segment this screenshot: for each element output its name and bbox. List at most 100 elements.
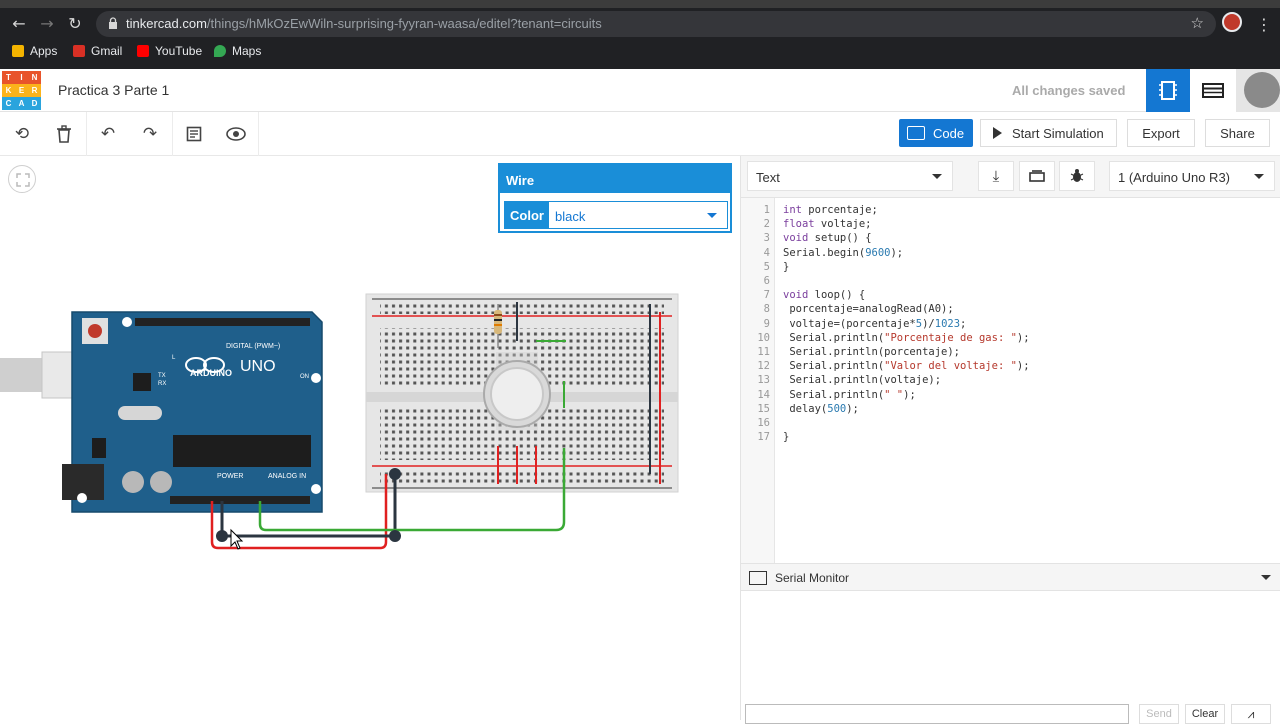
line-number: 16 bbox=[757, 417, 770, 429]
maps-icon bbox=[214, 45, 226, 57]
bookmark-maps[interactable]: Maps bbox=[214, 44, 261, 58]
wire-color-select[interactable]: Color black bbox=[504, 201, 728, 229]
capacitor bbox=[122, 471, 144, 493]
logo-letter: D bbox=[28, 97, 41, 110]
code-line[interactable]: Serial.println(porcentaje); bbox=[783, 346, 961, 358]
line-number: 13 bbox=[757, 374, 770, 387]
bookmark-star-icon[interactable]: ☆ bbox=[1190, 14, 1204, 32]
bookmark-youtube[interactable]: YouTube bbox=[137, 44, 202, 58]
logo-letter: I bbox=[15, 71, 28, 84]
code-line[interactable]: porcentaje=analogRead(A0); bbox=[783, 303, 954, 316]
code-controls: Text ⤓ 1 (Arduino Uno R3) bbox=[741, 156, 1280, 198]
reload-icon[interactable]: ↻ bbox=[68, 14, 82, 33]
code-line[interactable]: void setup() { bbox=[783, 232, 872, 245]
visibility-icon[interactable] bbox=[224, 122, 248, 146]
code-mode-select[interactable]: Text bbox=[747, 161, 953, 191]
digital-label: DIGITAL (PWM~) bbox=[226, 343, 280, 350]
address-bar[interactable]: tinkercad.com/things/hMkOzEwWiln-surpris… bbox=[96, 11, 1216, 37]
wire-endpoint[interactable] bbox=[389, 530, 401, 542]
debugger-button[interactable] bbox=[1059, 161, 1095, 191]
code-line[interactable]: float voltaje; bbox=[783, 218, 872, 231]
arduino-uno-board[interactable]: ARDUINO UNO DIGITAL (PWM~) POWER ANALOG … bbox=[62, 311, 323, 513]
send-button[interactable]: Send bbox=[1139, 704, 1179, 724]
code-line[interactable]: void loop() { bbox=[783, 289, 866, 302]
mount-hole bbox=[311, 373, 321, 383]
reset-button[interactable] bbox=[88, 324, 102, 338]
graph-icon: ⩘ bbox=[1247, 706, 1255, 721]
wire-endpoint[interactable] bbox=[389, 468, 401, 480]
circuit-canvas[interactable]: ARDUINO UNO DIGITAL (PWM~) POWER ANALOG … bbox=[0, 156, 740, 720]
line-number: 15 bbox=[757, 402, 770, 415]
bookmark-gmail[interactable]: Gmail bbox=[73, 44, 122, 58]
wire-green-a0[interactable] bbox=[258, 448, 566, 532]
wire-black-gnd[interactable] bbox=[220, 474, 397, 538]
back-icon[interactable]: ← bbox=[12, 14, 26, 33]
browser-menu-icon[interactable]: ⋮ bbox=[1256, 15, 1272, 34]
on-led-label: ON bbox=[300, 374, 309, 380]
circuit-view-button[interactable] bbox=[1146, 69, 1190, 112]
address-row: ← → ↻ tinkercad.com/things/hMkOzEwWiln-s… bbox=[0, 8, 1280, 40]
export-button[interactable]: Export bbox=[1127, 119, 1195, 147]
undo-icon[interactable]: ↶ bbox=[100, 124, 116, 144]
board-select[interactable]: 1 (Arduino Uno R3) bbox=[1109, 161, 1275, 191]
code-line[interactable]: Serial.println(voltaje); bbox=[783, 374, 942, 387]
code-line[interactable]: Serial.println(" "); bbox=[783, 388, 916, 401]
code-line[interactable]: Serial.begin(9600); bbox=[783, 246, 904, 259]
design-title[interactable]: Practica 3 Parte 1 bbox=[58, 82, 170, 98]
bug-icon bbox=[1070, 169, 1084, 182]
logo-letter: K bbox=[2, 84, 15, 97]
fit-view-button[interactable] bbox=[8, 165, 36, 193]
code-button[interactable]: Code bbox=[899, 119, 973, 147]
wire-color-value[interactable]: black bbox=[549, 202, 727, 228]
toolbar-divider bbox=[258, 112, 259, 156]
table-icon bbox=[1202, 83, 1224, 98]
start-simulation-button[interactable]: Start Simulation bbox=[980, 119, 1117, 147]
wire-endpoint[interactable] bbox=[216, 530, 228, 542]
serial-monitor-header[interactable]: Serial Monitor bbox=[741, 563, 1280, 591]
gas-sensor[interactable] bbox=[483, 352, 551, 430]
code-line[interactable]: Serial.println("Porcentaje de gas: "); bbox=[783, 331, 1030, 344]
notes-icon[interactable] bbox=[182, 122, 206, 146]
resistor[interactable] bbox=[494, 304, 502, 348]
download-code-button[interactable]: ⤓ bbox=[978, 161, 1014, 191]
arduino-logo-mark bbox=[203, 357, 225, 373]
chevron-down-icon bbox=[1254, 174, 1264, 179]
chevron-down-icon[interactable] bbox=[1261, 575, 1271, 580]
share-button[interactable]: Share bbox=[1205, 119, 1270, 147]
bookmark-apps[interactable]: Apps bbox=[12, 44, 57, 58]
breadboard-holes bbox=[380, 302, 664, 314]
libraries-button[interactable] bbox=[1019, 161, 1055, 191]
serial-input-field[interactable] bbox=[745, 704, 1129, 724]
code-line[interactable]: } bbox=[783, 260, 790, 273]
arduino-model: UNO bbox=[240, 358, 276, 375]
line-number: 3 bbox=[763, 232, 770, 245]
capacitor bbox=[150, 471, 172, 493]
code-line[interactable]: } bbox=[783, 431, 790, 444]
rotate-icon[interactable]: ⟲ bbox=[14, 124, 30, 144]
rx-led-label: RX bbox=[158, 381, 166, 387]
serial-monitor-title: Serial Monitor bbox=[775, 571, 850, 585]
clear-button[interactable]: Clear bbox=[1185, 704, 1225, 724]
logo-letter: N bbox=[28, 71, 41, 84]
forward-icon[interactable]: → bbox=[40, 14, 54, 33]
code-line[interactable]: voltaje=(porcentaje*5)/1023; bbox=[783, 317, 967, 330]
user-avatar[interactable] bbox=[1236, 69, 1280, 112]
arduino-brand: ARDUINO bbox=[190, 368, 232, 378]
delete-icon[interactable] bbox=[52, 122, 76, 146]
browser-profile-avatar[interactable] bbox=[1222, 12, 1242, 32]
toolbar-divider bbox=[172, 112, 173, 156]
code-line[interactable]: int porcentaje; bbox=[783, 204, 878, 216]
wire-red-5v[interactable] bbox=[210, 474, 388, 550]
gmail-icon bbox=[73, 45, 85, 57]
code-line[interactable]: Serial.println("Valor del voltaje: "); bbox=[783, 360, 1030, 373]
component-list-button[interactable] bbox=[1190, 69, 1236, 112]
code-line[interactable]: delay(500); bbox=[783, 402, 859, 415]
redo-icon[interactable]: ↷ bbox=[142, 124, 158, 144]
line-number: 12 bbox=[757, 360, 770, 373]
line-number: 1 bbox=[763, 204, 770, 216]
line-number: 5 bbox=[763, 260, 770, 273]
graph-button[interactable]: ⩘ bbox=[1231, 704, 1271, 724]
